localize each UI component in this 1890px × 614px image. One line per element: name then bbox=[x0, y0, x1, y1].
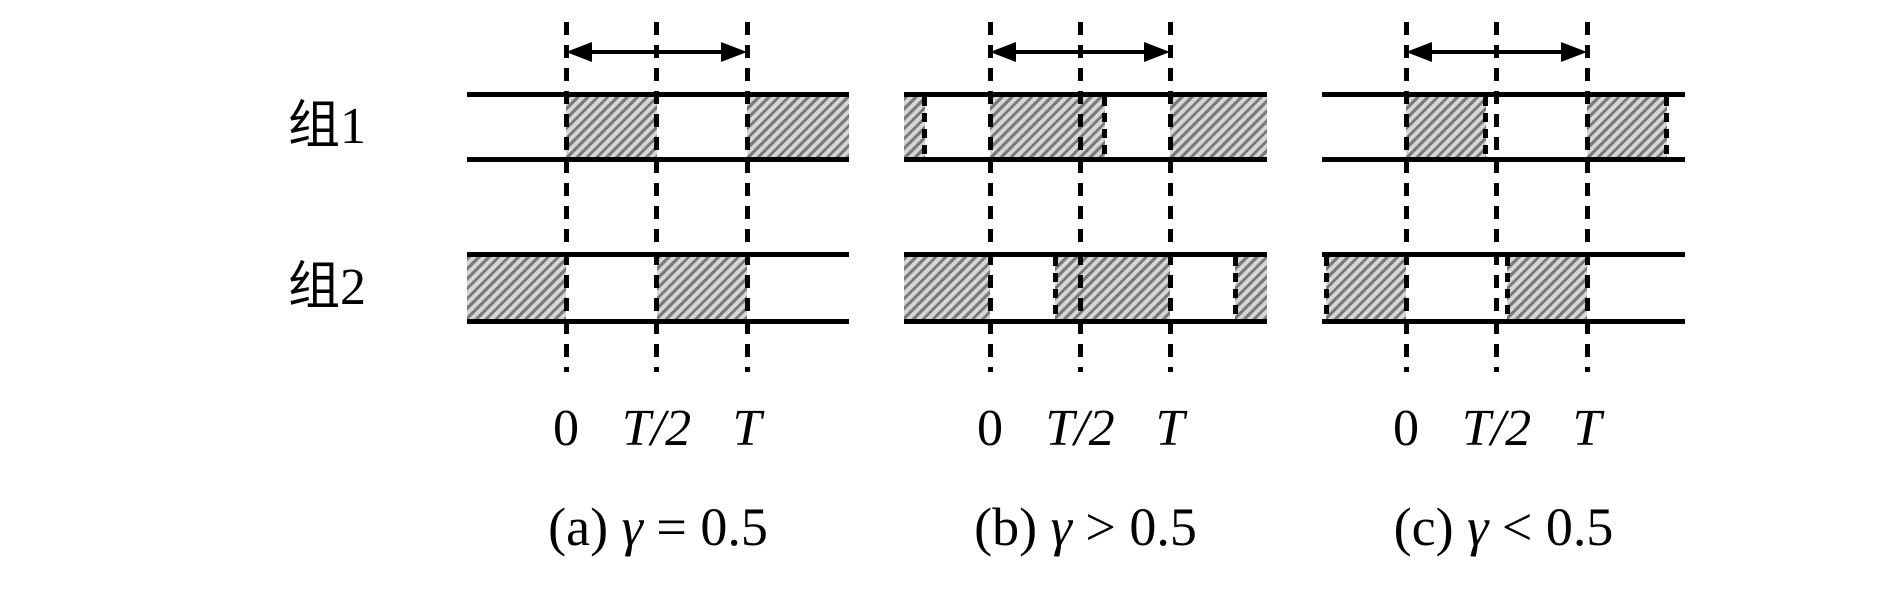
active-interval-hatch bbox=[1406, 97, 1486, 157]
caption-prefix: (c) bbox=[1393, 497, 1468, 557]
time-gridline bbox=[1403, 22, 1409, 372]
caption-gamma-symbol: γ bbox=[1050, 497, 1072, 557]
arrow-line bbox=[998, 50, 1162, 54]
caption-relation: < 0.5 bbox=[1488, 497, 1614, 557]
panel-a: 0 T/2 T (a) γ = 0.5 bbox=[467, 0, 849, 614]
caption-gamma-symbol: γ bbox=[1467, 497, 1489, 557]
signal-band-group2 bbox=[1322, 252, 1685, 324]
time-gridline bbox=[1494, 22, 1499, 372]
panel-caption: (b) γ > 0.5 bbox=[904, 497, 1267, 557]
active-interval-hatch bbox=[1234, 257, 1267, 319]
interval-dashed-edge bbox=[1324, 257, 1330, 319]
tick-label: T bbox=[732, 400, 762, 457]
arrow-head-right-icon bbox=[721, 42, 747, 62]
caption-prefix: (a) bbox=[548, 497, 622, 557]
row-label-group2: 组2 bbox=[288, 259, 367, 316]
signal-band-group2 bbox=[904, 252, 1267, 324]
time-gridline bbox=[654, 22, 659, 372]
active-interval-hatch bbox=[1587, 97, 1667, 157]
time-gridline bbox=[563, 22, 569, 372]
arrow-head-left-icon bbox=[990, 42, 1016, 62]
time-gridline bbox=[1584, 22, 1590, 372]
period-arrow bbox=[990, 42, 1170, 62]
signal-band-group1 bbox=[904, 92, 1267, 162]
signal-band-group1 bbox=[1322, 92, 1685, 162]
panel-b: 0 T/2 T (b) γ > 0.5 bbox=[904, 0, 1267, 614]
tick-label: T/2 bbox=[1045, 400, 1115, 457]
active-interval-hatch bbox=[1507, 257, 1587, 319]
tick-label: 0 bbox=[977, 400, 1003, 457]
panel-caption: (a) γ = 0.5 bbox=[467, 497, 849, 557]
time-gridline bbox=[1077, 22, 1083, 372]
active-interval-hatch bbox=[1170, 97, 1267, 157]
arrow-head-right-icon bbox=[1144, 42, 1170, 62]
active-interval-hatch bbox=[1054, 257, 1170, 319]
active-interval-hatch bbox=[656, 257, 747, 319]
time-gridline bbox=[987, 22, 993, 372]
active-interval-hatch bbox=[747, 97, 849, 157]
tick-label: T bbox=[1155, 400, 1185, 457]
caption-relation: > 0.5 bbox=[1071, 497, 1197, 557]
tick-label: 0 bbox=[553, 400, 579, 457]
period-arrow bbox=[1406, 42, 1587, 62]
active-interval-hatch bbox=[1326, 257, 1406, 319]
arrow-head-left-icon bbox=[566, 42, 592, 62]
caption-relation: = 0.5 bbox=[642, 497, 768, 557]
time-gridline bbox=[1167, 22, 1173, 372]
arrow-line bbox=[574, 50, 739, 54]
arrow-line bbox=[1414, 50, 1579, 54]
tick-label: T/2 bbox=[1461, 400, 1532, 457]
interval-dashed-edge bbox=[1052, 257, 1058, 319]
row-label-group1: 组1 bbox=[288, 98, 367, 155]
active-interval-hatch bbox=[904, 257, 990, 319]
active-interval-hatch bbox=[467, 257, 566, 319]
panel-caption: (c) γ < 0.5 bbox=[1322, 497, 1685, 557]
caption-gamma-symbol: γ bbox=[621, 497, 643, 557]
active-interval-hatch bbox=[566, 97, 657, 157]
period-arrow bbox=[566, 42, 747, 62]
interval-dashed-edge bbox=[1102, 97, 1108, 157]
tick-label: T/2 bbox=[621, 400, 692, 457]
interval-dashed-edge bbox=[1232, 257, 1238, 319]
interval-dashed-edge bbox=[922, 97, 928, 157]
tick-label: 0 bbox=[1393, 400, 1419, 457]
interval-dashed-edge bbox=[1482, 97, 1488, 157]
caption-prefix: (b) bbox=[974, 497, 1051, 557]
active-interval-hatch bbox=[904, 97, 926, 157]
arrow-head-right-icon bbox=[1561, 42, 1587, 62]
time-gridline bbox=[744, 22, 750, 372]
tick-label: T bbox=[1572, 400, 1602, 457]
active-interval-hatch bbox=[990, 97, 1106, 157]
interval-dashed-edge bbox=[1505, 257, 1511, 319]
arrow-head-left-icon bbox=[1406, 42, 1432, 62]
interval-dashed-edge bbox=[1663, 97, 1669, 157]
panel-c: 0 T/2 T (c) γ < 0.5 bbox=[1322, 0, 1685, 614]
